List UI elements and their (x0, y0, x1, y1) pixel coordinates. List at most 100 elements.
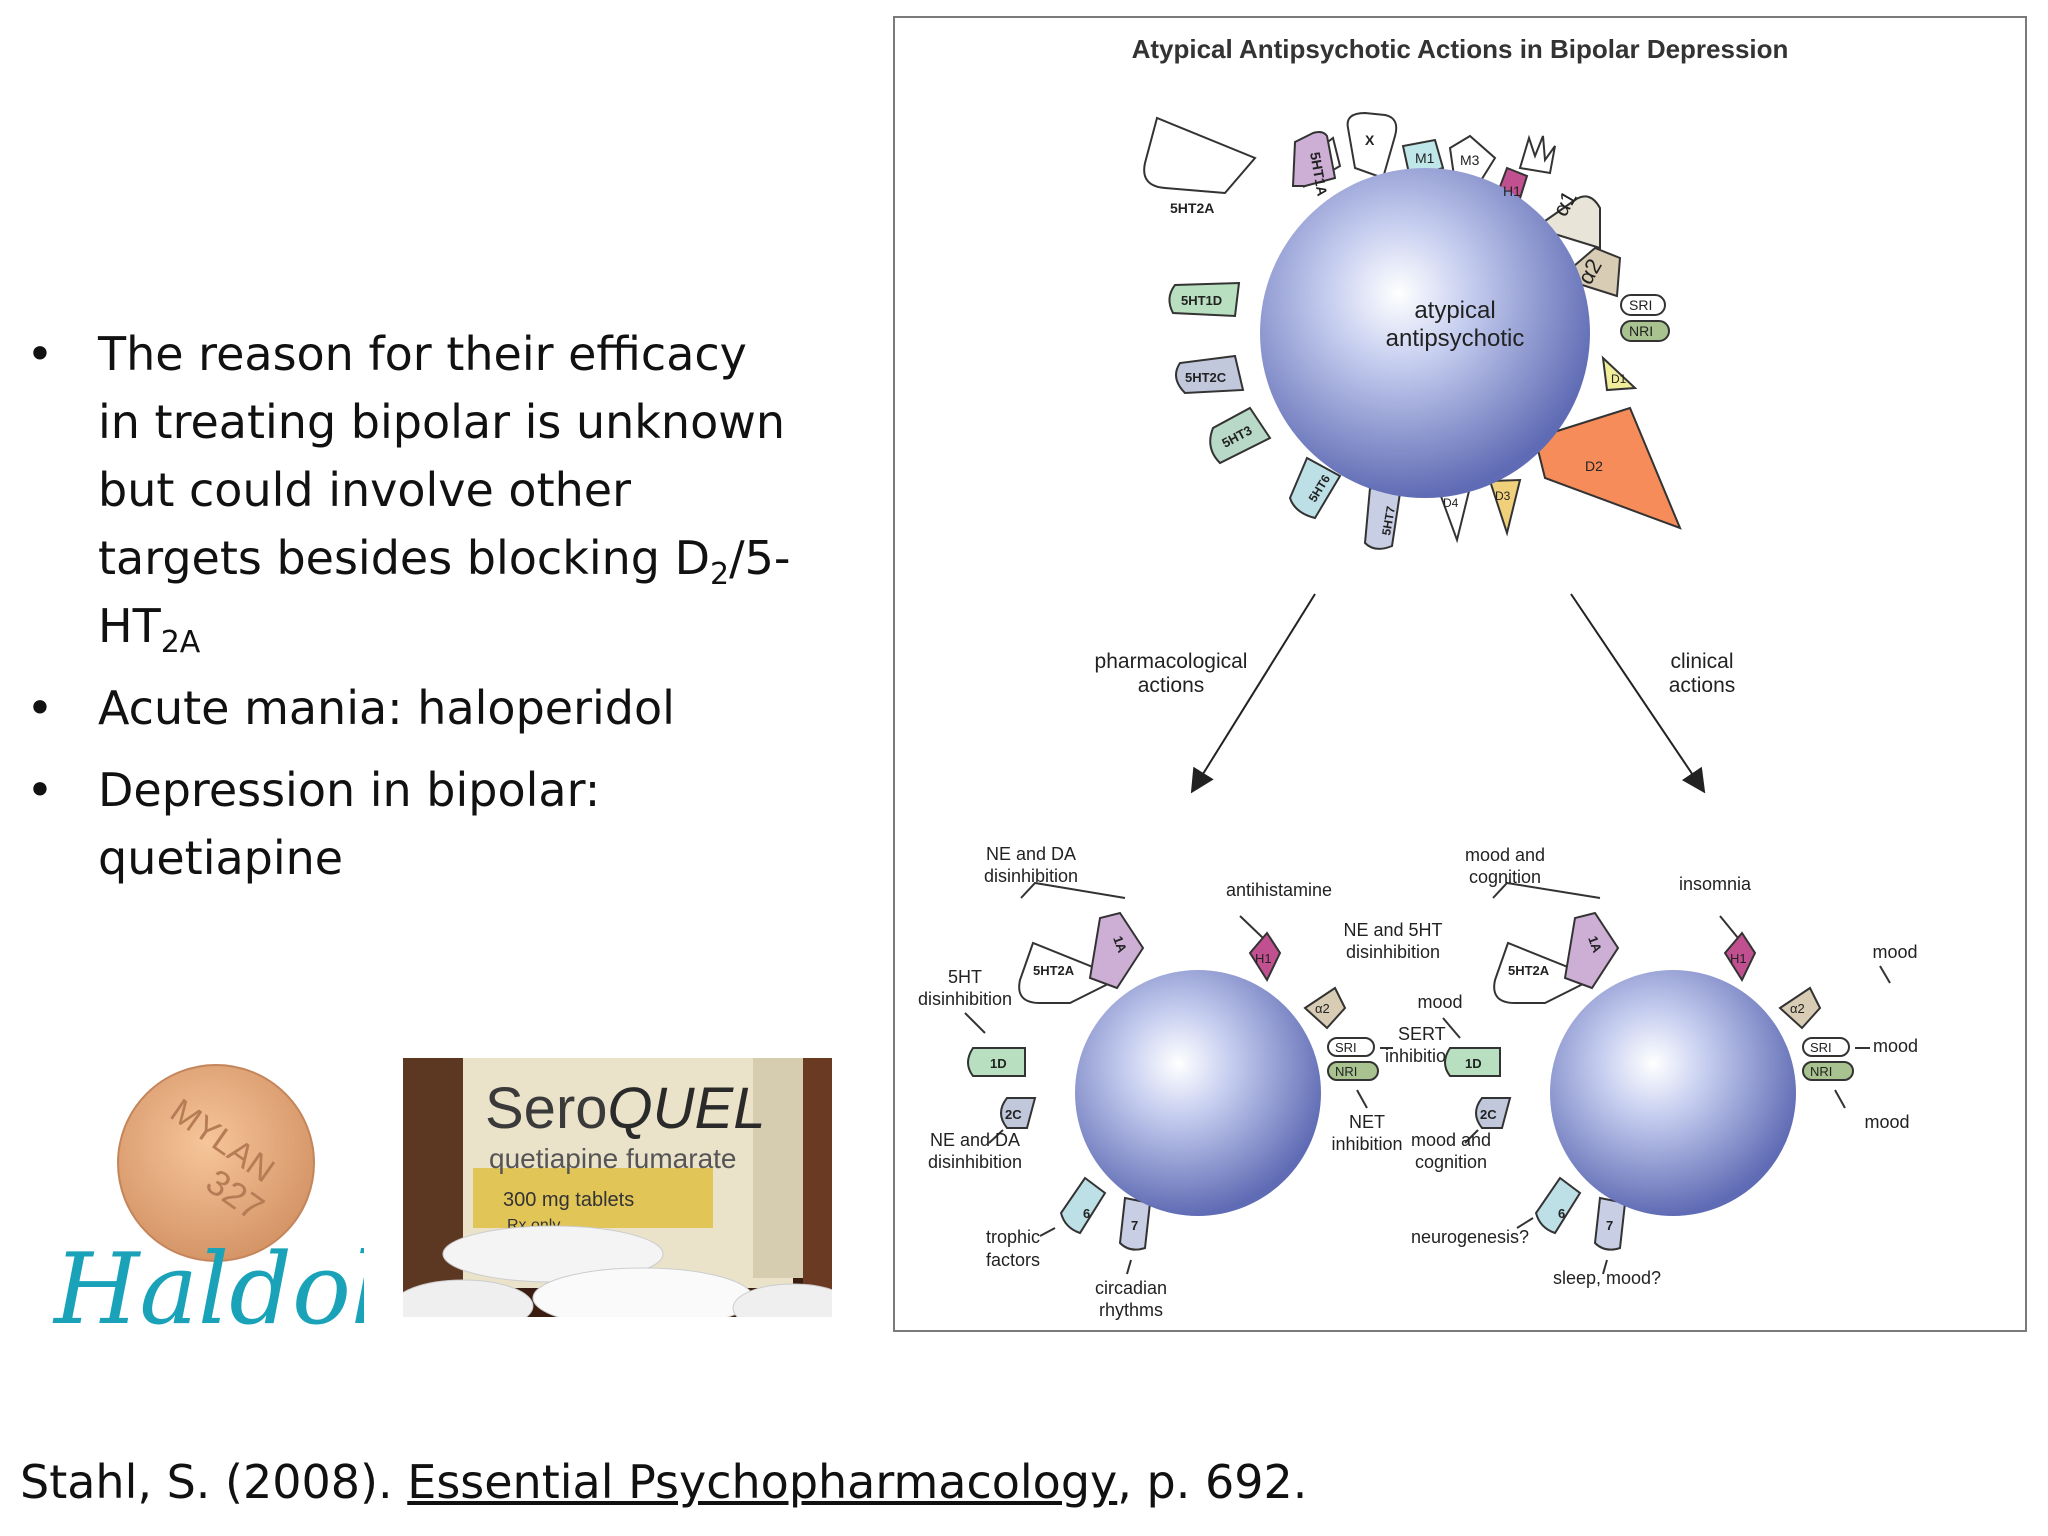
label-nri: NRI (1335, 1064, 1357, 1079)
bullet-text: HT (98, 599, 161, 653)
seroquel-image: SeroQUEL quetiapine fumarate 300 mg tabl… (403, 1058, 832, 1317)
diagram-svg: Atypical Antipsychotic Actions in Bipola… (918, 34, 1918, 1320)
label-7: 7 (1606, 1218, 1613, 1233)
receptor-nri (1620, 320, 1670, 342)
receptor-5ht2a (1143, 116, 1257, 195)
label-5ht1d: 5HT1D (1181, 293, 1222, 308)
receptor-d2 (1533, 406, 1682, 530)
annotation-net: NET (1349, 1112, 1385, 1132)
annotation-ne-5ht: NE and 5HT (1343, 920, 1442, 940)
bullet-item: • Acute mania: haloperidol (20, 674, 800, 742)
bullet-marker: • (26, 327, 54, 381)
right-molecule-ball (1550, 970, 1796, 1216)
subscript: 2 (710, 557, 730, 592)
label-d2: D2 (1585, 458, 1603, 474)
label-x: X (1365, 132, 1375, 148)
label-2c: 2C (1005, 1107, 1022, 1122)
annotation-ne-5ht: disinhibition (1346, 942, 1440, 962)
label-alpha2: α2 (1315, 1001, 1330, 1016)
annotation-circadian: rhythms (1099, 1300, 1163, 1320)
label-5ht2a: 5HT2A (1508, 963, 1550, 978)
label-d1: D1 (1611, 372, 1627, 386)
annotation-mood-cognition-bottom: cognition (1415, 1152, 1487, 1172)
label-6: 6 (1083, 1206, 1090, 1221)
label-sri: SRI (1335, 1040, 1357, 1055)
right-receptor-group (1444, 911, 1854, 1251)
citation-prefix: Stahl, S. (2008). (20, 1455, 408, 1509)
label-alpha2: α2 (1790, 1001, 1805, 1016)
label-5ht2a: 5HT2A (1033, 963, 1075, 978)
label-d3: D3 (1495, 489, 1511, 503)
bullet-line: in treating bipolar is unknown (98, 395, 785, 449)
receptor-5ht1a (1291, 131, 1337, 187)
citation: Stahl, S. (2008). Essential Psychopharma… (20, 1455, 1307, 1509)
haldol-logo: Haldol (52, 1233, 364, 1343)
center-label: atypical (1414, 297, 1495, 324)
annotation-mood: mood (1864, 1112, 1909, 1132)
annotation-insomnia: insomnia (1679, 874, 1752, 894)
annotation-ne-da-top: NE and DA (986, 844, 1076, 864)
arrow-label: pharmacological (1095, 650, 1248, 673)
annotation-sert: inhibition (1385, 1046, 1456, 1066)
annotation-5ht-disinhibition: 5HT (948, 967, 982, 987)
label-m3: M3 (1460, 152, 1480, 168)
arrow-label: clinical (1670, 650, 1733, 673)
bullet-marker: • (26, 681, 54, 735)
label-5ht1a: 5HT1A (1307, 151, 1330, 197)
annotation-sert: SERT (1398, 1024, 1446, 1044)
receptor-5ht7 (1363, 486, 1402, 550)
label-h1: H1 (1503, 183, 1521, 199)
annotation-mood-cognition-bottom: mood and (1411, 1130, 1491, 1150)
bullet-line: Depression in bipolar: (98, 763, 601, 817)
receptor-alpha1 (1532, 195, 1601, 250)
label-2c: 2C (1480, 1107, 1497, 1122)
label-h1: H1 (1730, 951, 1747, 966)
label-5ht7: 5HT7 (1379, 505, 1398, 537)
annotation-5ht-disinhibition: disinhibition (918, 989, 1012, 1009)
haldol-image: MYLAN 327 Haldol (48, 1055, 364, 1343)
annotation-ne-da-bottom: disinhibition (928, 1152, 1022, 1172)
receptor-alpha2 (1557, 246, 1622, 298)
label-sri: SRI (1810, 1040, 1832, 1055)
arrow-pharmacological (1190, 593, 1316, 794)
arrow-clinical (1570, 593, 1706, 794)
annotation-trophic: factors (986, 1250, 1040, 1270)
bullet-text: /5- (729, 531, 791, 585)
annotation-circadian: circadian (1095, 1278, 1167, 1298)
annotation-mood-cognition-top: cognition (1469, 867, 1541, 887)
bullet-item: • The reason for their efficacy in treat… (20, 320, 800, 660)
annotation-mood: mood (1872, 942, 1917, 962)
arrow-label: actions (1669, 674, 1736, 697)
label-5ht2c: 5HT2C (1185, 370, 1227, 385)
label-5ht2a: 5HT2A (1170, 200, 1214, 216)
annotation-neurogenesis: neurogenesis? (1411, 1227, 1529, 1247)
receptor-x (1346, 111, 1398, 180)
annotation-mood-cognition-top: mood and (1465, 845, 1545, 865)
bullet-text: targets besides blocking D (98, 531, 711, 585)
label-nri: NRI (1629, 323, 1653, 339)
bullet-line: The reason for their efficacy (98, 327, 747, 381)
annotation-mood: mood (1417, 992, 1462, 1012)
haldol-pill (117, 1064, 315, 1262)
seroquel-generic: quetiapine fumarate (489, 1143, 737, 1174)
label-7: 7 (1131, 1218, 1138, 1233)
bullet-list: • The reason for their efficacy in treat… (20, 320, 800, 906)
annotation-sleep-mood: sleep, mood? (1553, 1268, 1661, 1288)
annotation-net: inhibition (1331, 1134, 1402, 1154)
receptor-d1 (1601, 355, 1638, 392)
bullet-item: • Depression in bipolar: quetiapine (20, 756, 800, 892)
bullet-line: targets besides blocking D2/5- (98, 524, 800, 592)
label-1a: 1A (1110, 934, 1130, 955)
receptor-d3 (1488, 478, 1522, 537)
top-receptor-group (1143, 111, 1682, 550)
bullet-line: but could involve other (98, 463, 631, 517)
annotation-mood: mood (1873, 1036, 1918, 1056)
receptor-5ht1d (1168, 281, 1241, 318)
left-molecule-ball (1075, 970, 1321, 1216)
label-nri: NRI (1810, 1064, 1832, 1079)
annotation-ne-da-top: disinhibition (984, 866, 1078, 886)
left-receptor-group (967, 911, 1379, 1251)
label-m1: M1 (1415, 150, 1435, 166)
label-1d: 1D (1465, 1056, 1482, 1071)
receptor-5ht3 (1209, 406, 1272, 465)
